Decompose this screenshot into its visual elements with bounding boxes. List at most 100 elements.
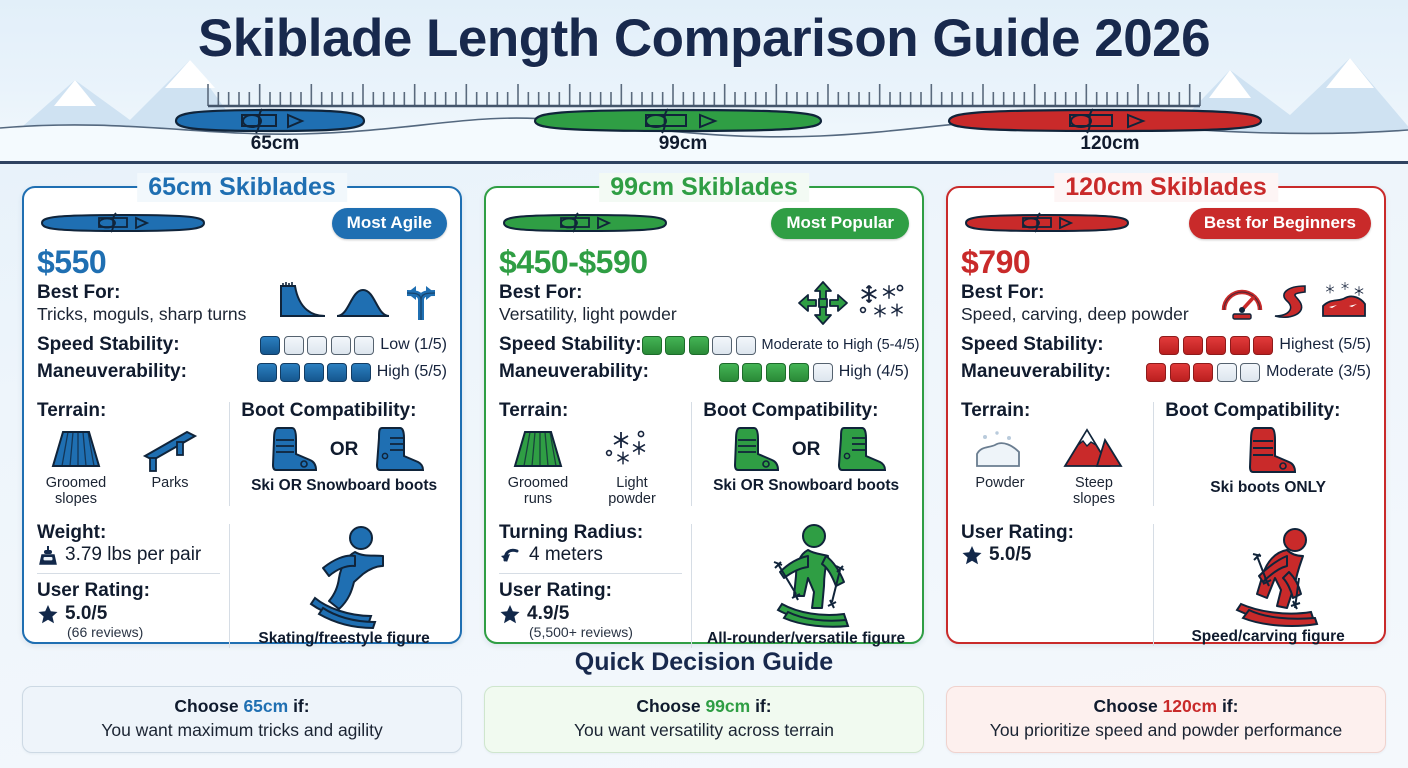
- vertical-divider: [1153, 523, 1155, 646]
- rating-box: [280, 363, 301, 382]
- maneuverability-boxes: [718, 363, 833, 382]
- terrain-item: Parks: [131, 426, 209, 507]
- rating-value: 5.0/5: [65, 602, 108, 624]
- terrain-item: Groomed runs: [499, 426, 577, 507]
- terrain-item: Groomed slopes: [37, 426, 115, 507]
- terrain-boots-panel: Terrain: Groomed runs: [499, 400, 909, 508]
- header-ski-row: 65cm 99cm 120cm: [0, 105, 1408, 161]
- vertical-divider: [229, 402, 231, 506]
- terrain-item: Steep slopes: [1055, 426, 1133, 507]
- vertical-divider: [229, 523, 231, 648]
- rating-value: 5.0/5: [989, 544, 1032, 566]
- boot-compatibility-label: Boot Compatibility:: [1165, 400, 1341, 421]
- badge-best-for-beginners: Best for Beginners: [1188, 207, 1371, 239]
- quick-decision-body: You want maximum tricks and agility: [101, 720, 383, 740]
- card-title: 120cm Skiblades: [1054, 173, 1278, 202]
- stats-column: Weight: 3.79 lbs per pair User Rating:: [37, 522, 229, 650]
- rating-box: [688, 336, 709, 355]
- turn-arrow-icon: [501, 548, 519, 563]
- quick-decision-card-65cm[interactable]: Choose 65cm if: You want maximum tricks …: [22, 686, 462, 753]
- ski-boot-icon: [1249, 427, 1297, 474]
- rating-box: [260, 336, 281, 355]
- best-for-icons: [1219, 280, 1369, 322]
- rating-box: [665, 336, 686, 355]
- rating-box: [354, 336, 375, 355]
- terrain-item: Powder: [961, 426, 1039, 507]
- price: $790: [961, 244, 1031, 280]
- card-title: 65cm Skiblades: [137, 173, 347, 202]
- vertical-divider: [691, 402, 693, 506]
- page-title: Skiblade Length Comparison Guide 2026: [197, 9, 1211, 68]
- snowboard-boot-icon: [376, 427, 425, 472]
- terrain-label: Terrain:: [37, 400, 107, 421]
- stats-figure-panel: User Rating: 5.0/5: [961, 522, 1371, 648]
- rating-value: 4.9/5: [527, 602, 570, 624]
- quick-decision-card-99cm[interactable]: Choose 99cm if: You want versatility acr…: [484, 686, 924, 753]
- card-65cm[interactable]: 65cm Skiblades Most Agile $550 Best For:…: [22, 173, 462, 648]
- quick-decision-body: You prioritize speed and powder performa…: [989, 720, 1343, 740]
- maneuverability-text: High (4/5): [838, 363, 909, 381]
- carving-s-curve-icon: [1274, 284, 1306, 318]
- qd-pre: Choose: [174, 696, 244, 716]
- weight-label: Weight:: [37, 521, 107, 543]
- header-ski-label: 65cm: [250, 133, 300, 154]
- skiblade-icon: [174, 108, 366, 134]
- header-ski-label: 99cm: [658, 133, 708, 154]
- star-icon: [38, 604, 58, 623]
- rating-box: [1169, 363, 1190, 382]
- quick-decision-row: Choose 65cm if: You want maximum tricks …: [0, 677, 1408, 753]
- skiblade-icon: [40, 212, 206, 233]
- turning-radius-label: Turning Radius:: [499, 521, 644, 543]
- rating-box: [1193, 363, 1214, 382]
- quick-decision-body: You want versatility across terrain: [573, 720, 835, 740]
- powder-mound-icon: [1322, 281, 1366, 317]
- rating-box: [1216, 363, 1237, 382]
- mogul-icon: [336, 288, 390, 317]
- rating-box: [330, 336, 351, 355]
- weight-value-row: 3.79 lbs per pair: [37, 544, 220, 566]
- maneuverability-label: Maneuverability:: [37, 361, 187, 383]
- speed-stability-text: Highest (5/5): [1279, 336, 1371, 354]
- rating-box: [1240, 363, 1261, 382]
- best-for-label: Best For:: [499, 281, 583, 303]
- card-99cm[interactable]: 99cm Skiblades Most Popular $450-$590 Be…: [484, 173, 924, 648]
- best-for-value: Versatility, light powder: [499, 304, 677, 324]
- stats-column: User Rating: 5.0/5: [961, 522, 1153, 648]
- or-label: OR: [791, 439, 821, 461]
- rating-box: [1159, 336, 1180, 355]
- header-ski-120cm: 120cm: [942, 105, 1278, 155]
- rating-box: [735, 336, 756, 355]
- figure-caption: All-rounder/versatile figure: [707, 629, 906, 647]
- stats-figure-panel: Weight: 3.79 lbs per pair User Rating:: [37, 522, 447, 650]
- price: $550: [37, 244, 107, 280]
- maneuverability-text: High (5/5): [376, 363, 447, 381]
- rating-box: [350, 363, 371, 382]
- boot-compatibility-column: Boot Compatibility: OR Ski OR Snowboard …: [230, 400, 447, 508]
- rating-box: [1229, 336, 1250, 355]
- stats-figure-panel: Turning Radius: 4 meters User Rating: 4.…: [499, 522, 909, 650]
- quick-decision-heading: Choose 99cm if:: [493, 696, 915, 717]
- comparison-cards-row: 65cm Skiblades Most Agile $550 Best For:…: [0, 164, 1408, 648]
- boot-compatibility-column: Boot Compatibility: Ski boots ONLY: [1154, 400, 1371, 508]
- rating-box: [812, 363, 833, 382]
- card-120cm[interactable]: 120cm Skiblades Best for Beginners $790 …: [946, 173, 1386, 646]
- speed-stability-text: Moderate to High (5-4/5): [761, 336, 920, 353]
- all-rounder-figure-icon: [773, 523, 850, 628]
- card-top-row: Most Popular: [499, 207, 909, 239]
- boot-compatibility-column: Boot Compatibility: OR Ski OR Snowboard …: [692, 400, 909, 508]
- boot-compatibility-caption: Ski OR Snowboard boots: [713, 477, 900, 495]
- park-rail-icon: [142, 431, 198, 473]
- header-banner: Skiblade Length Comparison Guide 2026 65…: [0, 0, 1408, 164]
- turning-radius-value: 4 meters: [529, 544, 603, 566]
- speed-stability-row: Speed Stability: Moderate to High (5-4/5…: [499, 332, 920, 359]
- qd-post: if:: [1217, 696, 1239, 716]
- divider: [37, 573, 221, 575]
- rating-box: [1182, 336, 1203, 355]
- quick-decision-card-120cm[interactable]: Choose 120cm if: You prioritize speed an…: [946, 686, 1386, 753]
- snowflakes-icon: [859, 284, 904, 317]
- best-for-value: Tricks, moguls, sharp turns: [37, 304, 247, 324]
- qd-accent: 99cm: [705, 696, 751, 716]
- rating-value-row: 5.0/5: [37, 603, 220, 625]
- user-rating-label: User Rating:: [499, 580, 612, 602]
- rating-box: [641, 336, 662, 355]
